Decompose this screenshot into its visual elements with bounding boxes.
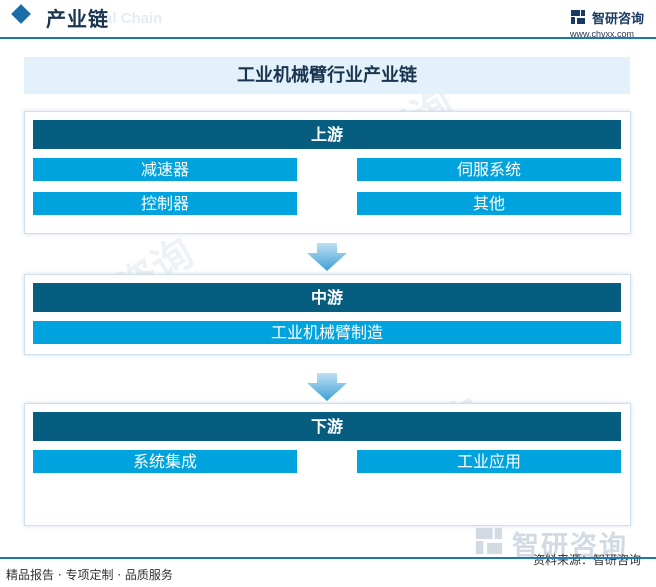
page-title: 产业链 xyxy=(46,7,109,31)
downstream-item: 工业应用 xyxy=(357,450,621,473)
flow-arrow-down-icon xyxy=(307,243,347,271)
source-note: 资料来源：智研咨询 xyxy=(533,553,642,567)
stage-upstream: 上游 减速器 伺服系统 控制器 其他 xyxy=(24,111,631,234)
upstream-item: 控制器 xyxy=(33,192,297,215)
downstream-item: 系统集成 xyxy=(33,450,297,473)
brand-logo: 智研咨询 xyxy=(570,8,656,28)
upstream-item: 其他 xyxy=(357,192,621,215)
header-diamond-icon xyxy=(11,4,31,24)
stage-downstream-label: 下游 xyxy=(33,412,621,441)
stage-downstream: 下游 系统集成 工业应用 xyxy=(24,403,631,526)
footer-brand-name: 智研咨询 xyxy=(512,531,628,562)
footer-services: 精品报告 · 专项定制 · 品质服务 xyxy=(6,568,173,582)
upstream-item: 伺服系统 xyxy=(357,158,621,181)
footer-brand-mark-icon xyxy=(475,527,503,555)
stage-upstream-label: 上游 xyxy=(33,120,621,149)
midstream-item: 工业机械臂制造 xyxy=(33,321,621,344)
brand-url: www.chyxx.com xyxy=(570,29,635,39)
header-divider xyxy=(0,37,656,39)
brand-mark-icon xyxy=(571,10,585,24)
footer-brand-watermark: 智研咨询 xyxy=(474,524,644,562)
stage-midstream: 中游 工业机械臂制造 xyxy=(24,274,631,355)
diagram-title: 工业机械臂行业产业链 xyxy=(24,57,630,94)
footer-divider xyxy=(0,557,656,559)
upstream-item: 减速器 xyxy=(33,158,297,181)
brand-name: 智研咨询 xyxy=(592,12,645,27)
flow-arrow-down-icon xyxy=(307,373,347,401)
header-ghost-text: al Chain xyxy=(104,10,163,27)
stage-midstream-label: 中游 xyxy=(33,283,621,312)
